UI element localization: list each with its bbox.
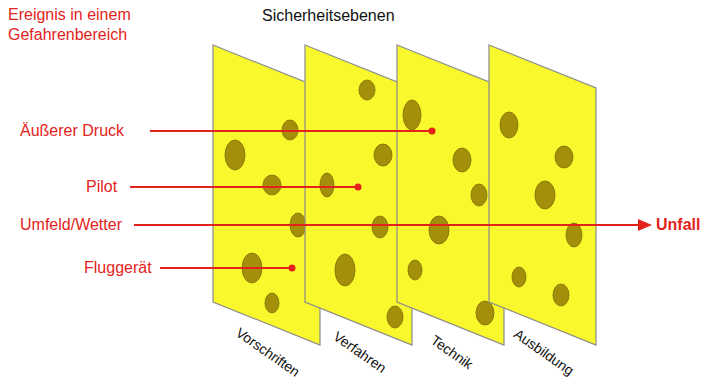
layer-label: Technik bbox=[428, 332, 476, 372]
outcome-label: Unfall bbox=[656, 215, 700, 235]
leader-line bbox=[130, 186, 356, 188]
safety-layer: Ausbildung bbox=[489, 45, 596, 390]
label-holder: Vorschriften bbox=[233, 324, 303, 380]
hazard-label: Äußerer Druck bbox=[20, 121, 124, 141]
cheese-slice bbox=[397, 45, 504, 345]
safety-layer: Verfahren bbox=[305, 45, 412, 390]
label-holder: Verfahren bbox=[331, 328, 390, 376]
slice-shape bbox=[305, 45, 412, 345]
cheese-hole bbox=[282, 120, 298, 140]
end-dot bbox=[355, 184, 362, 191]
cheese-hole bbox=[265, 293, 279, 313]
cheese-hole bbox=[225, 140, 245, 170]
slice-shape bbox=[489, 45, 596, 345]
cheese-hole bbox=[372, 216, 388, 238]
cheese-hole bbox=[512, 267, 526, 287]
hazard-label: Pilot bbox=[86, 177, 117, 197]
cheese-hole bbox=[555, 146, 573, 168]
end-dot bbox=[289, 265, 296, 272]
cheese-hole bbox=[374, 144, 392, 166]
cheese-hole bbox=[500, 112, 518, 138]
cheese-hole bbox=[387, 306, 403, 328]
leader-line bbox=[160, 267, 290, 269]
hazard-label: Umfeld/Wetter bbox=[20, 215, 122, 235]
label-holder: Umfeld/Wetter bbox=[20, 215, 122, 235]
arrow-head bbox=[638, 219, 652, 231]
cheese-hole bbox=[476, 301, 494, 325]
cheese-hole bbox=[471, 184, 487, 206]
label-holder: Fluggerät bbox=[84, 258, 152, 278]
leader-line bbox=[150, 130, 430, 132]
cheese-hole bbox=[290, 213, 306, 237]
leader-line bbox=[134, 224, 640, 226]
cheese-hole bbox=[535, 181, 555, 209]
cheese-slice bbox=[305, 45, 412, 345]
safety-layer: Technik bbox=[397, 45, 504, 390]
label-holder: Unfall bbox=[656, 215, 700, 235]
label-holder: Pilot bbox=[86, 177, 117, 197]
layer-label: Vorschriften bbox=[233, 324, 303, 380]
hazard-label: Fluggerät bbox=[84, 258, 152, 278]
cheese-hole bbox=[553, 284, 569, 306]
cheese-slice bbox=[213, 45, 320, 345]
label-holder: Ausbildung bbox=[511, 326, 577, 379]
label-holder: Ereignis in einem Gefahrenbereich bbox=[8, 5, 168, 45]
end-dot bbox=[429, 128, 436, 135]
layer-label: Verfahren bbox=[331, 328, 390, 376]
cheese-hole bbox=[320, 173, 334, 197]
safety-layer: Vorschriften bbox=[213, 45, 320, 390]
cheese-hole bbox=[359, 80, 375, 100]
cheese-hole bbox=[429, 216, 449, 244]
cheese-hole bbox=[242, 253, 262, 283]
event-heading: Ereignis in einem Gefahrenbereich bbox=[8, 5, 168, 45]
diagram-title: Sicherheitsebenen bbox=[262, 6, 395, 26]
label-holder: Technik bbox=[428, 332, 476, 372]
cheese-hole bbox=[335, 254, 355, 286]
slice-shape bbox=[213, 45, 320, 345]
cheese-hole bbox=[263, 175, 281, 195]
label-holder: Äußerer Druck bbox=[20, 121, 124, 141]
cheese-hole bbox=[566, 223, 582, 247]
cheese-hole bbox=[453, 148, 471, 172]
slice-shape bbox=[397, 45, 504, 345]
cheese-hole bbox=[403, 100, 421, 130]
title-holder: Sicherheitsebenen bbox=[262, 6, 395, 26]
layer-label: Ausbildung bbox=[511, 326, 577, 379]
cheese-slice bbox=[489, 45, 596, 345]
cheese-hole bbox=[408, 260, 422, 280]
